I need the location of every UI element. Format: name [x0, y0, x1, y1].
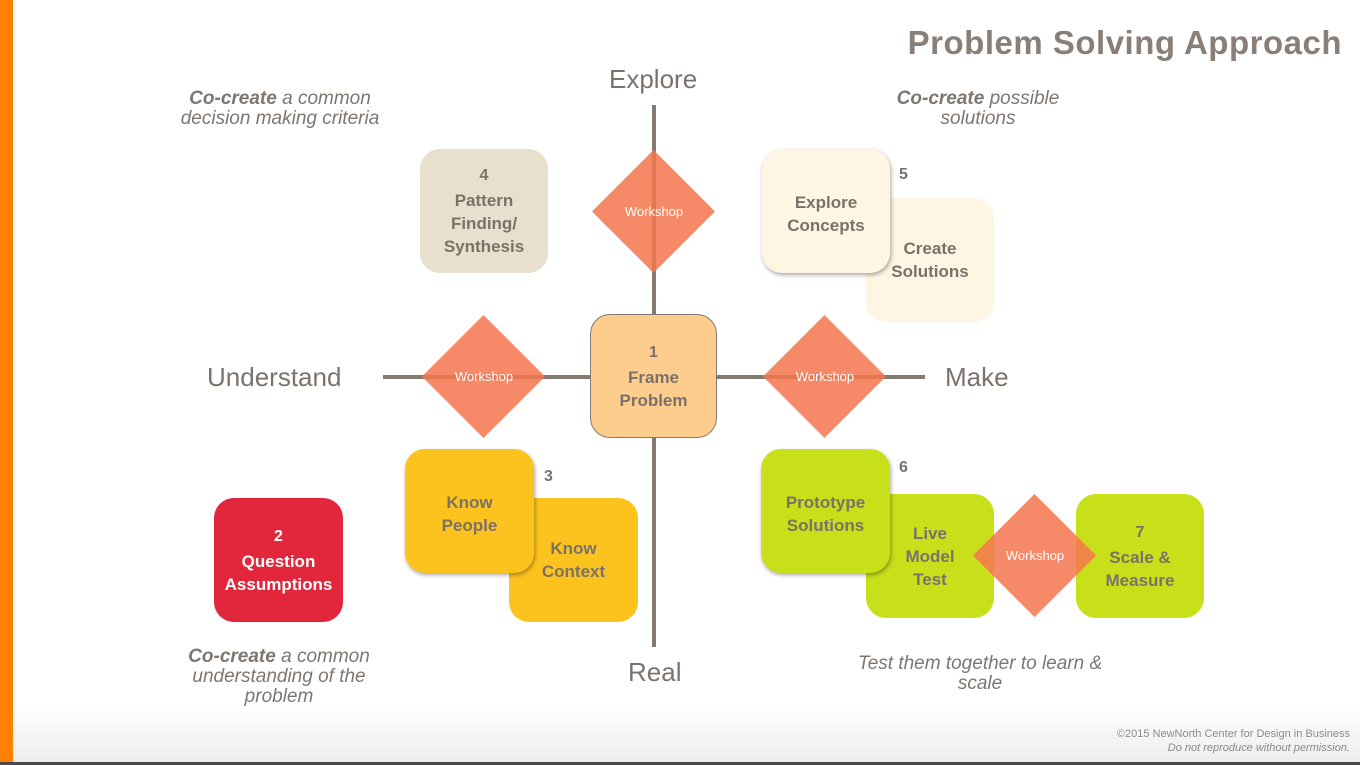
step-number: 1 [649, 343, 658, 361]
step-label: Prototype Solutions [785, 493, 866, 535]
step-label: Pattern Finding/ Synthesis [443, 191, 525, 256]
caption-bold: Co-create [896, 88, 985, 109]
step-number: 2 [274, 527, 283, 545]
step-7-box[interactable]: 7 Scale & Measure [1076, 494, 1204, 618]
copyright-line: ©2015 NewNorth Center for Design in Busi… [1116, 728, 1350, 740]
step-label: Create Solutions [891, 239, 969, 281]
caption-top-left: Co-create a common decision making crite… [160, 89, 400, 129]
step-label: Frame Problem [619, 367, 688, 410]
caption-text: a common decision making criteria [180, 88, 380, 129]
workshop-label-left: Workshop [454, 369, 514, 384]
step-1-box[interactable]: 1 Frame Problem [590, 314, 717, 438]
step-3-know-context-box[interactable]: Know Context [509, 498, 638, 622]
page-title: Problem Solving Approach [907, 24, 1342, 61]
caption-top-right: Co-create possible solutions [880, 89, 1076, 129]
step-number: 4 [479, 167, 489, 184]
caption-bold: Co-create [188, 646, 276, 667]
axis-label-understand: Understand [207, 362, 342, 392]
step-3-know-people-box[interactable]: Know People [405, 449, 534, 573]
caption-bottom-right: Test them together to learn & scale [857, 653, 1103, 694]
bottom-shade [13, 707, 1360, 762]
step-6-number: 6 [899, 459, 908, 476]
caption-text: possible solutions [940, 88, 1060, 129]
step-label: Live Model Test [905, 523, 955, 589]
workshop-label-bottom-right: Workshop [1005, 548, 1065, 563]
step-3-number: 3 [544, 468, 553, 485]
step-label: Know People [441, 493, 498, 535]
workshop-label-top: Workshop [624, 204, 684, 219]
axis-label-real: Real [628, 657, 682, 687]
step-5-number: 5 [899, 166, 908, 183]
caption-text: a common understanding of the problem [192, 646, 370, 707]
step-number: 7 [1135, 523, 1145, 541]
step-6-prototype-box[interactable]: Prototype Solutions [761, 449, 890, 573]
accent-side-bar [0, 0, 13, 765]
step-5-explore-concepts-box[interactable]: Explore Concepts [762, 149, 890, 273]
bottom-border [0, 762, 1360, 765]
copyright-permission: Do not reproduce without permission. [1167, 742, 1350, 754]
workshop-label-right: Workshop [795, 369, 855, 384]
step-label: Explore Concepts [787, 193, 865, 235]
caption-bottom-left: Co-create a common understanding of the … [172, 647, 386, 707]
copyright-notice: ©2015 NewNorth Center for Design in Busi… [1117, 727, 1350, 755]
step-label: Know Context [541, 539, 606, 581]
step-label: Question Assumptions [224, 551, 333, 594]
axis-label-explore: Explore [609, 64, 698, 94]
step-label: Scale & Measure [1105, 547, 1175, 590]
caption-bold: Co-create [189, 88, 277, 109]
axis-label-make: Make [945, 362, 1009, 392]
step-4-box[interactable]: 4 Pattern Finding/ Synthesis [420, 149, 548, 273]
step-2-box[interactable]: 2 Question Assumptions [214, 498, 343, 622]
